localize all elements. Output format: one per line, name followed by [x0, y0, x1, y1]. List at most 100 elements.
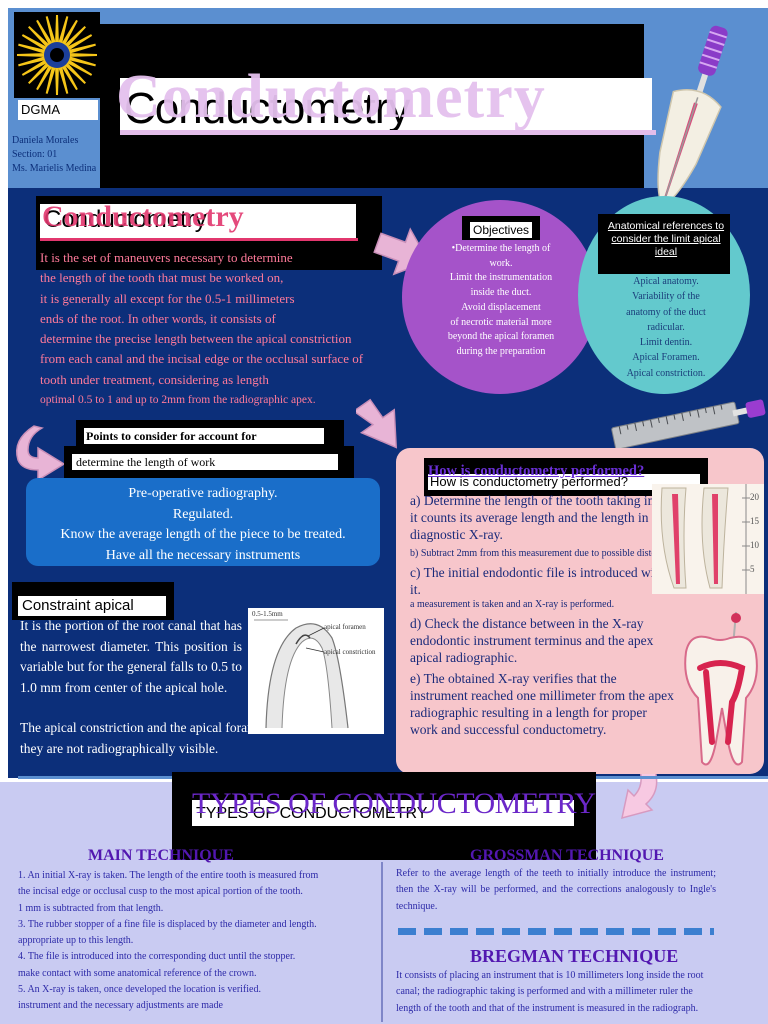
main-technique-text: 1. An initial X-ray is taken. The length… [18, 868, 378, 1015]
apical-title-plate [18, 596, 166, 616]
definition-heading-overlay: Conductometry [42, 200, 244, 233]
arrow-down-right-icon [356, 398, 398, 449]
main-technique-line: 4. The file is introduced into the corre… [18, 951, 296, 963]
apical-tail: The apical constriction and the apical f… [20, 720, 271, 756]
author-name: Daniela Morales [12, 135, 79, 146]
definition-line: It is the set of maneuvers necessary to … [40, 250, 293, 265]
points-line: Pre-operative radiography. [128, 486, 278, 501]
bregman-technique-title: BREGMAN TECHNIQUE [470, 946, 679, 966]
main-technique-line: 3. The rubber stopper of a fine file is … [18, 918, 317, 930]
objectives-list: •Determine the length of work. Limit the… [414, 242, 588, 360]
anatomical-line: anatomy of the duct [626, 306, 706, 318]
procedure-title-plate [428, 474, 700, 490]
objective-line: Avoid displacement [461, 301, 541, 313]
types-title: TYPES OF CONDUCTOMETRY [196, 805, 428, 822]
procedure-step-c-note: a measurement is taken and an X-ray is p… [410, 599, 615, 610]
procedure-step-e: e) The obtained X-ray verifies that the … [410, 671, 674, 737]
definition-line: the length of the tooth that must be wor… [40, 270, 284, 286]
anatomical-title-backdrop [598, 214, 730, 274]
procedure-steps: a) Determine the length of the tooth tak… [410, 492, 682, 738]
anatomical-title: Anatomical references to consider the li… [607, 220, 725, 258]
points-line: Regulated. [172, 506, 234, 522]
diagram-range-label: 0.5-1.5mm [252, 610, 283, 618]
anatomical-line: Apical Foramen. [632, 352, 700, 364]
objective-line: of necrotic material more [450, 316, 552, 328]
objective-line: •Determine the length of [451, 243, 551, 254]
points-line: Know the average length of the piece to … [60, 527, 346, 542]
apical-diagram: 0.5-1.5mm apical foramen apical constric… [248, 608, 384, 734]
objective-line: Limit the instrumentation [449, 272, 553, 284]
objective-line: beyond the apical foramen [447, 331, 555, 343]
definition-line: ends of the root. In other words, it con… [40, 310, 276, 326]
main-technique-line: 1. An initial X-ray is taken. The length… [18, 870, 319, 881]
main-technique-line: instrument and the necessary adjustments… [18, 1000, 223, 1012]
main-technique-line: appropriate up to this length. [18, 935, 134, 947]
apical-title: Constraint apical [22, 597, 134, 614]
types-title-overlay: TYPES OF CONDUCTOMETRY [192, 787, 596, 820]
main-technique-line: 1 mm is subtracted from that length. [18, 902, 164, 914]
definition-text: It is the set of maneuvers necessary to … [40, 248, 382, 410]
anatomical-line: radicular. [647, 321, 685, 333]
objectives-label: Objectives [472, 223, 530, 237]
page-title-overlay: Conductometry [116, 63, 546, 131]
points-line: Have all the necessary instruments [105, 547, 301, 563]
procedure-step-a: a) Determine the length of the tooth tak… [410, 493, 669, 542]
main-technique-title: MAIN TECHNIQUE [88, 847, 234, 864]
definition-heading-underline [40, 238, 358, 241]
anatomical-line: Apical constriction. [626, 367, 706, 379]
points-subtitle-plate [72, 454, 338, 470]
types-title-underline [192, 828, 576, 830]
procedure-title-overlay: How is conductometry performed? [428, 463, 645, 479]
anatomical-line: Variability of the [632, 291, 700, 303]
definition-heading-plate [40, 204, 356, 238]
title-plate [120, 78, 652, 130]
ruler-mark: 20 [750, 492, 759, 502]
procedure-step-d: d) Check the distance between in the X-r… [410, 616, 654, 665]
author-block: Daniela Morales Section: 01 Ms. Marielis… [12, 134, 96, 176]
main-technique-line: 5. An X-ray is taken, once developed the… [18, 984, 261, 996]
ruler-mark: 5 [750, 564, 755, 574]
definition-line: optimal 0.5 to 1 and up to 2mm from the … [40, 394, 316, 407]
main-technique-line: the incisal edge or occlusal cusp to the… [18, 886, 303, 898]
objective-line: during the preparation [456, 345, 546, 357]
page-title: Conductometry [124, 84, 410, 133]
ruler-mark: 10 [750, 540, 759, 550]
tooth-xray-icon: 20 15 10 5 [652, 484, 764, 594]
curved-arrow-icon [16, 425, 66, 482]
definition-heading: Conductometry [44, 206, 207, 233]
logo-caption: DGMA [18, 100, 98, 120]
definition-first-line-backdrop [36, 242, 382, 270]
sun-logo-icon [14, 12, 100, 98]
grossman-technique-title: GROSSMAN TECHNIQUE [470, 847, 664, 864]
endodontic-file-icon [644, 20, 736, 216]
definition-line: from each canal and the incisal edge or … [40, 351, 364, 367]
types-title-plate [192, 800, 574, 826]
procedure-step-c: c) The initial endodontic file is introd… [410, 565, 666, 597]
main-technique-line: make contact with some anatomical refere… [18, 967, 257, 979]
definition-line: tooth under treatment, considering as le… [40, 371, 269, 387]
endo-ruler-icon [606, 398, 768, 450]
objectives-label-plate [470, 222, 532, 238]
objective-line: inside the duct. [470, 287, 532, 299]
column-divider [381, 862, 383, 1022]
points-title: Points to consider for account for [86, 429, 257, 443]
points-list: Pre-operative radiography. Regulated. Kn… [26, 484, 380, 566]
anatomical-line: Limit dentin. [639, 337, 693, 349]
title-underline [120, 130, 656, 135]
grossman-technique-text: Refer to the average length of the teeth… [396, 868, 716, 912]
points-subtitle: determine the length of work [76, 455, 216, 469]
diagram-foramen-label: apical foramen [324, 623, 366, 631]
molar-tooth-icon [676, 611, 764, 774]
apical-body: It is the portion of the root canal that… [20, 618, 242, 695]
procedure-step-b: b) Subtract 2mm from this measurement du… [410, 548, 682, 559]
definition-line: determine the precise length between the… [40, 331, 352, 347]
points-box [26, 478, 380, 566]
author-section: Section: 01 [12, 149, 58, 160]
objective-line: work. [489, 257, 513, 269]
procedure-title: How is conductometry performed? [430, 474, 628, 489]
ruler-mark: 15 [750, 516, 759, 526]
bregman-technique-text: It consists of placing an instrument tha… [396, 970, 704, 1014]
dashed-separator [398, 928, 714, 935]
anatomical-line: Apical anatomy. [633, 276, 699, 287]
